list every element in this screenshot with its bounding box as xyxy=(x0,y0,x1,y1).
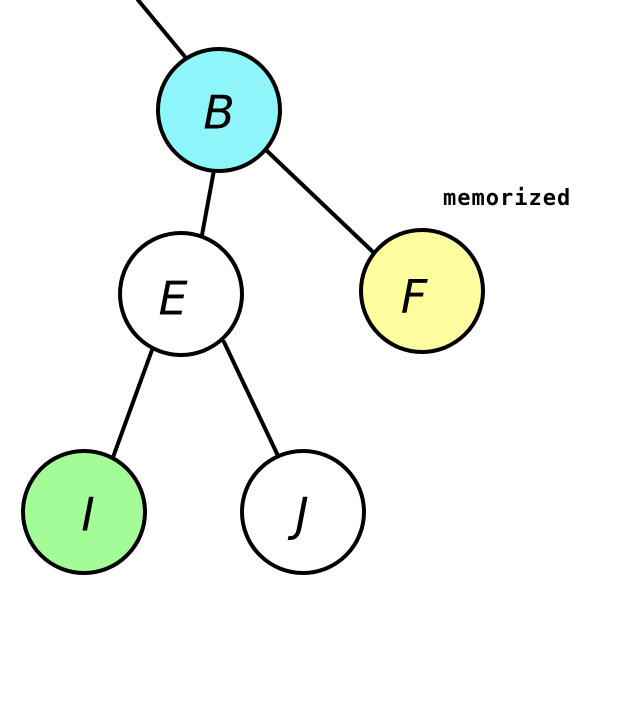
node-e: E xyxy=(118,231,244,357)
edge-parent-b xyxy=(136,0,188,60)
node-b-label: B xyxy=(203,86,235,140)
edge-b-f xyxy=(264,148,375,254)
node-f-circle xyxy=(359,228,485,354)
node-b: B xyxy=(156,47,282,173)
node-i-label: I xyxy=(81,488,95,542)
node-i-circle xyxy=(21,449,147,575)
node-j: J xyxy=(240,449,366,575)
memorized-annotation: memorized xyxy=(443,186,571,211)
node-e-label: E xyxy=(158,272,187,326)
node-i: I xyxy=(21,449,147,575)
edge-e-i xyxy=(110,348,154,462)
node-f-label: F xyxy=(401,270,428,324)
edge-e-j xyxy=(222,340,282,462)
node-b-circle xyxy=(156,47,282,173)
node-f: F xyxy=(359,228,485,354)
node-e-circle xyxy=(118,231,244,357)
node-j-circle xyxy=(240,449,366,575)
edge-b-e xyxy=(200,168,216,237)
